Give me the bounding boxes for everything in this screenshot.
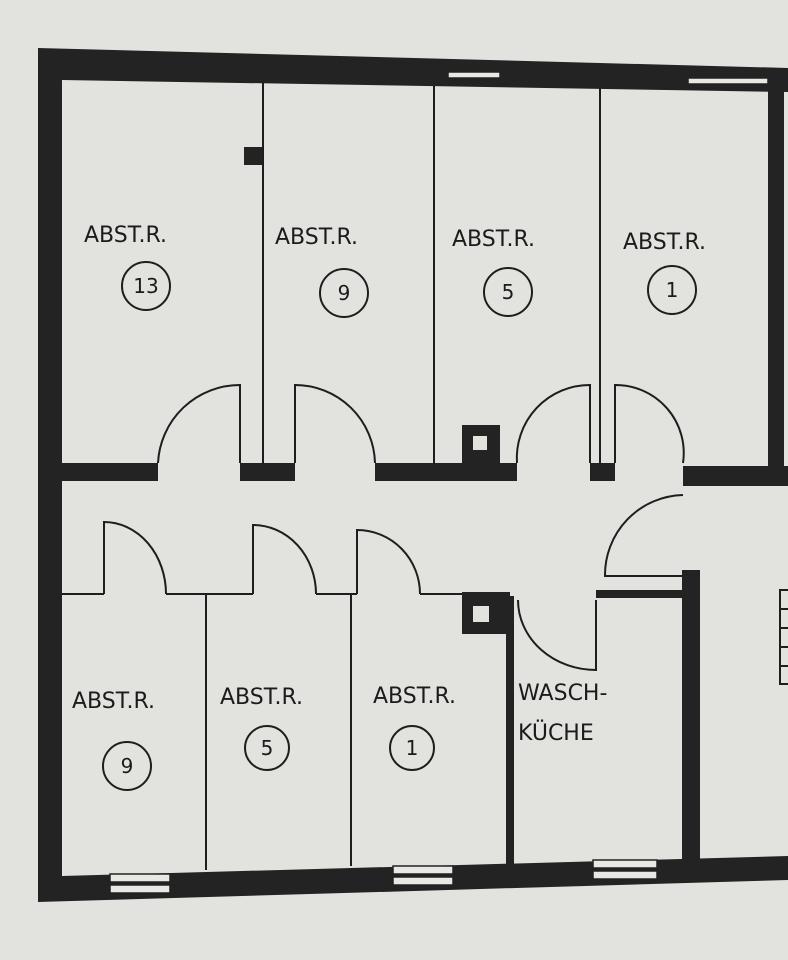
right-wall-upper: [768, 86, 784, 466]
windows: [109, 71, 769, 894]
laundry-walls: [462, 570, 700, 864]
room-label: ABST.R.: [275, 225, 358, 250]
corridor-wall: [62, 425, 788, 486]
room-top-13: ABST.R. 13: [84, 223, 171, 311]
room-label: ABST.R.: [220, 685, 303, 710]
bottom-partitions: [62, 494, 684, 870]
room-laundry: WASCH- KÜCHE: [518, 681, 607, 746]
room-bottom-1: ABST.R. 1: [373, 684, 456, 771]
room-label: ABST.R.: [72, 689, 155, 714]
room-number: 5: [261, 736, 274, 760]
top-doors: [157, 383, 685, 464]
room-number: 1: [406, 736, 419, 760]
room-top-1: ABST.R. 1: [623, 230, 706, 315]
laundry-label-line2: KÜCHE: [518, 720, 594, 746]
top-partitions: [244, 82, 601, 465]
room-label: ABST.R.: [84, 223, 167, 248]
window-top-2: [687, 77, 769, 85]
room-number: 9: [121, 754, 134, 778]
stairs-icon: [779, 589, 788, 685]
room-top-5: ABST.R. 5: [452, 227, 535, 317]
window-bottom-2: [392, 865, 454, 875]
room-bottom-9: ABST.R. 9: [72, 689, 155, 791]
room-number: 13: [133, 274, 158, 298]
room-bottom-5: ABST.R. 5: [220, 685, 303, 771]
laundry-label-line1: WASCH-: [518, 681, 607, 706]
room-number: 1: [666, 278, 679, 302]
room-number: 5: [502, 280, 515, 304]
window-top-1: [447, 71, 501, 79]
room-label: ABST.R.: [452, 227, 535, 252]
window-bottom-1: [109, 873, 171, 883]
room-label: ABST.R.: [623, 230, 706, 255]
room-label: ABST.R.: [373, 684, 456, 709]
room-top-9: ABST.R. 9: [275, 225, 369, 318]
room-number: 9: [338, 281, 351, 305]
window-bottom-3: [592, 859, 658, 869]
